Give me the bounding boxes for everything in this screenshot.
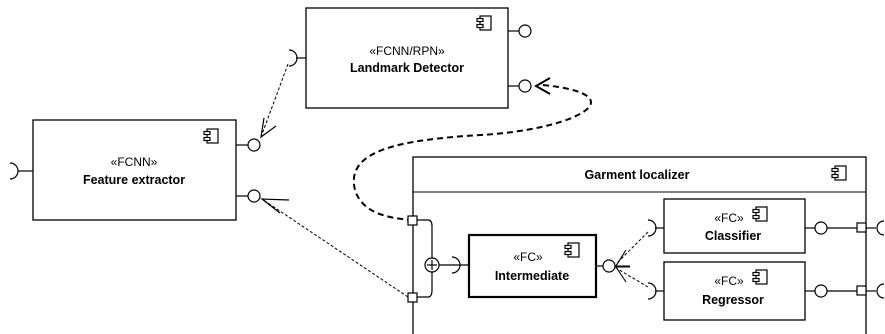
classifier-name: Classifier [705,229,761,243]
provided-interface-icon [236,189,261,203]
required-interface-icon [439,256,469,274]
port-classifier-out [856,222,867,233]
landmark-detector-name: Landmark Detector [350,61,464,75]
classifier-box [663,198,806,254]
required-interface-icon [9,162,33,180]
regressor-component[interactable]: «FC» Regressor [663,261,806,321]
required-interface-icon [288,49,306,67]
classifier-component[interactable]: «FC» Classifier [663,198,806,254]
required-interface-icon [866,220,885,236]
regressor-name: Regressor [702,293,764,307]
feature-extractor-name: Feature extractor [83,173,185,187]
landmark-detector-stereotype: «FCNN/RPN» [369,44,445,58]
port-regressor-out [856,285,867,296]
regressor-box [663,261,806,321]
dependency-arrow [260,198,409,298]
provided-interface-icon [508,79,532,93]
intermediate-stereotype: «FC» [513,250,543,264]
provided-interface-icon [236,138,261,152]
required-interface-icon [866,283,885,299]
port-top [407,215,418,226]
port-bottom [407,292,418,303]
required-interface-icon [647,282,664,300]
provided-interface-icon [805,221,857,235]
classifier-stereotype: «FC» [714,211,744,225]
landmark-detector-box [305,7,509,109]
intermediate-name: Intermediate [495,269,569,283]
feature-extractor-component[interactable]: «FCNN» Feature extractor [32,119,237,221]
intermediate-component[interactable]: «FC» Intermediate [467,233,598,299]
provided-interface-icon [805,284,857,298]
dependency-arrow [260,63,289,139]
provided-interface-icon [508,24,532,38]
feature-extractor-box [32,119,237,221]
landmark-detector-component[interactable]: «FCNN/RPN» Landmark Detector [305,7,509,109]
provided-interface-icon [596,259,616,273]
garment-localizer-title: Garment localizer [585,168,690,182]
regressor-stereotype: «FC» [714,274,744,288]
required-interface-icon [647,219,664,237]
dependency-arrow [614,231,649,288]
feature-extractor-stereotype: «FCNN» [111,155,158,169]
delegation-connector [352,77,592,221]
